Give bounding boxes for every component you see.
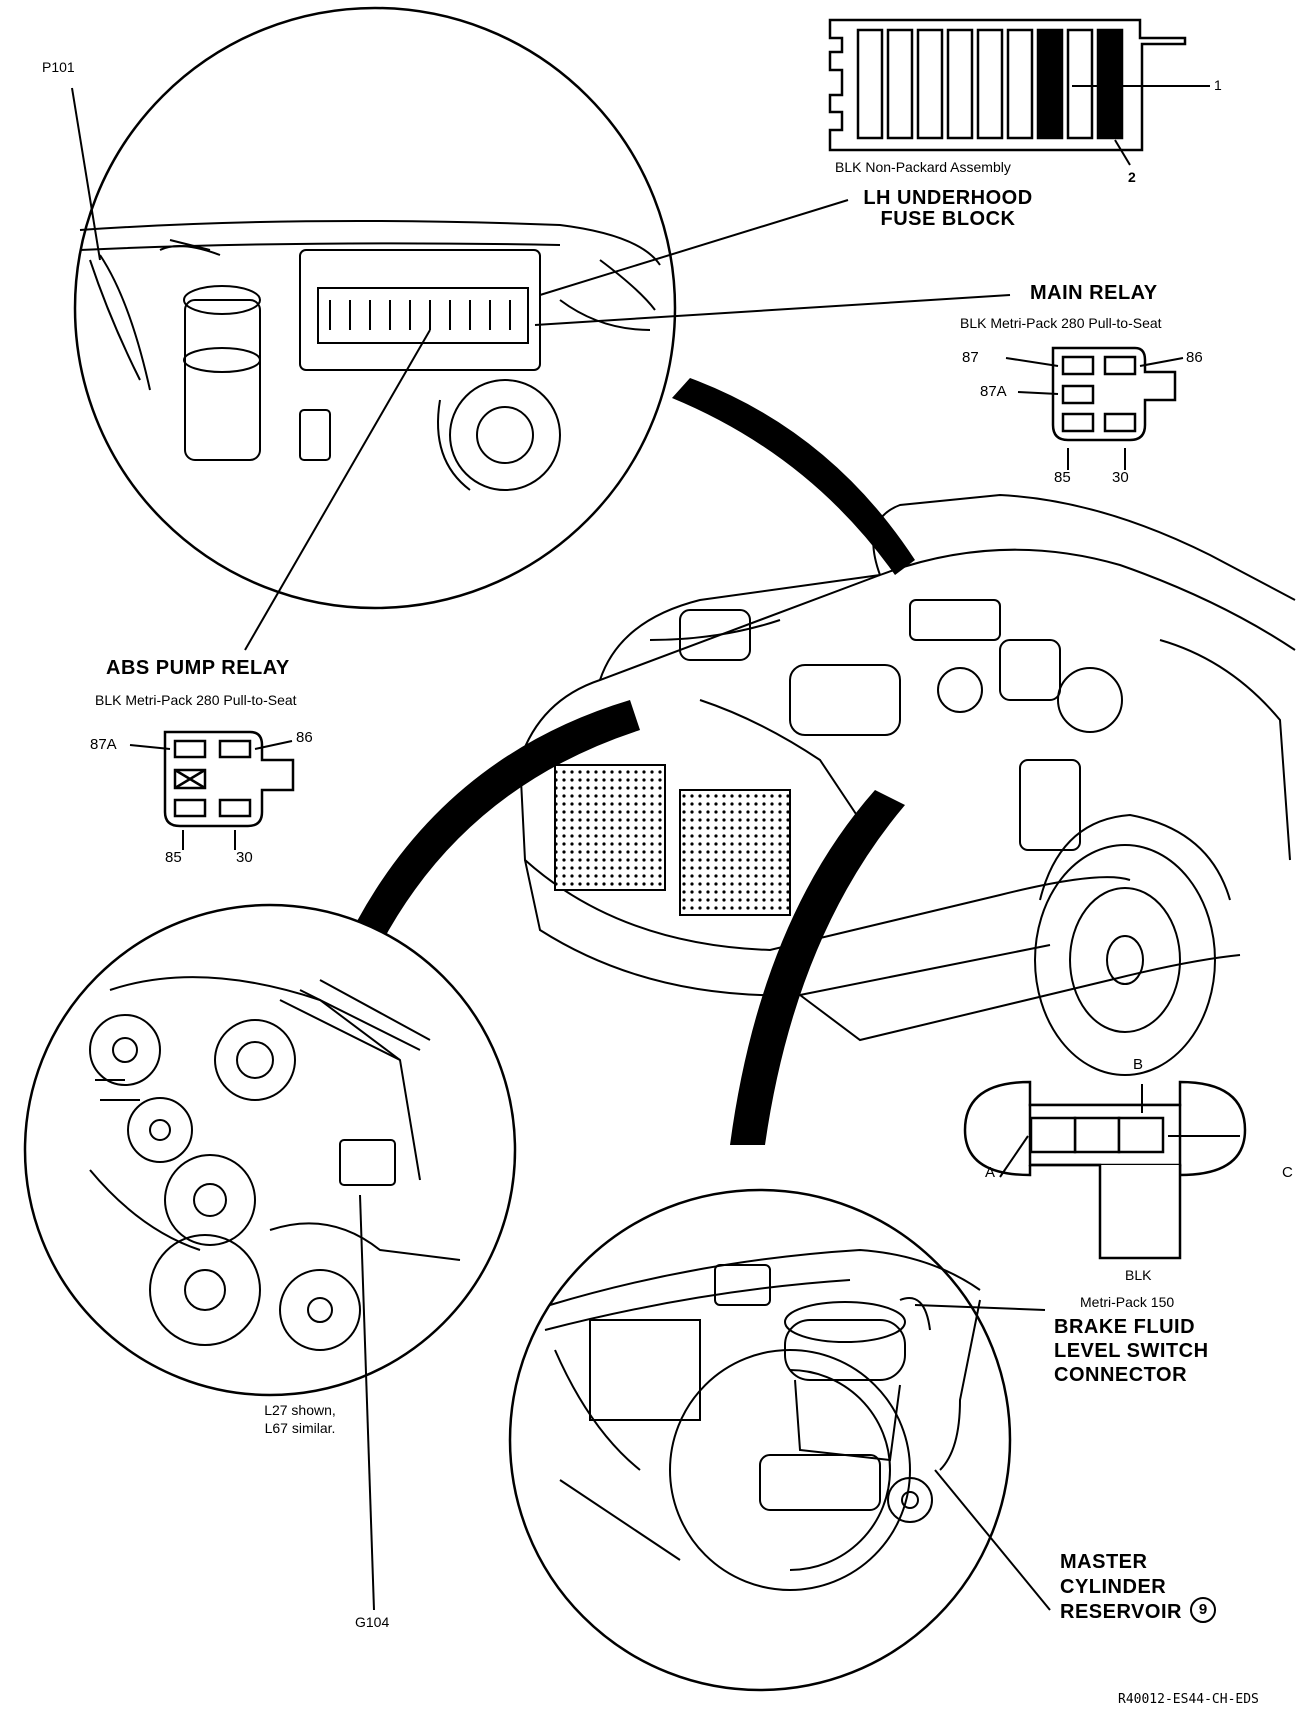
abs-relay-pin-87a: 87A: [90, 736, 117, 753]
zoom-circle-fuse-block: [73, 6, 677, 610]
fuse-part-1-label: 1: [1214, 77, 1222, 93]
main-relay-pin-87: 87: [962, 349, 979, 366]
abs-relay-pin-85: 85: [165, 849, 182, 866]
lh-underhood-fuse-block-label: LH UNDERHOOD FUSE BLOCK: [863, 187, 1033, 230]
main-relay-pin-87a: 87A: [980, 383, 1007, 400]
brake-switch-connector-diagram: [963, 1080, 1247, 1260]
figure-code-label: R40012-ES44-CH-EDS: [1118, 1692, 1259, 1707]
brake-connector-type-label: Metri-Pack 150: [1080, 1294, 1175, 1310]
leader-lines: [71, 85, 1240, 1611]
brake-connector-pin-c: C: [1282, 1164, 1293, 1181]
zoom-circle-brake: [508, 1188, 1012, 1692]
fuse-assembly-label: BLK Non-Packard Assembly: [835, 159, 1011, 175]
abs-relay-pin-30: 30: [236, 849, 253, 866]
master-cylinder-ref-badge: 9: [1190, 1597, 1216, 1623]
abs-relay-connector-diagram: [163, 730, 295, 828]
main-relay-label: MAIN RELAY: [1030, 282, 1158, 304]
g104-label: G104: [355, 1614, 390, 1630]
main-relay-pin-86: 86: [1186, 349, 1203, 366]
brake-fluid-level-switch-label: BRAKE FLUID LEVEL SWITCH CONNECTOR: [1054, 1316, 1209, 1386]
vehicle-illustration: [519, 493, 1296, 1076]
band-brake: [730, 790, 905, 1145]
p101-label: P101: [42, 59, 75, 75]
zoom-circle-engine: [23, 903, 517, 1397]
band-fuse-block: [672, 378, 915, 575]
abs-relay-type-label: BLK Metri-Pack 280 Pull-to-Seat: [95, 692, 297, 708]
main-relay-type-label: BLK Metri-Pack 280 Pull-to-Seat: [960, 315, 1162, 331]
brake-connector-pin-b: B: [1133, 1056, 1144, 1073]
main-relay-pin-85: 85: [1054, 469, 1071, 486]
master-cylinder-reservoir-label: MASTER CYLINDER RESERVOIR: [1060, 1551, 1182, 1623]
main-relay-connector-diagram: [1051, 346, 1177, 442]
fuse-block-connector-diagram: [828, 18, 1187, 152]
fuse-part-2-label: 2: [1128, 169, 1136, 185]
abs-pump-relay-label: ABS PUMP RELAY: [106, 657, 290, 679]
engine-note-label: L27 shown, L67 similar.: [264, 1402, 336, 1436]
brake-connector-pin-a: A: [985, 1164, 996, 1181]
abs-relay-pin-86: 86: [296, 729, 313, 746]
main-relay-pin-30: 30: [1112, 469, 1129, 486]
brake-connector-color-label: BLK: [1125, 1267, 1152, 1283]
